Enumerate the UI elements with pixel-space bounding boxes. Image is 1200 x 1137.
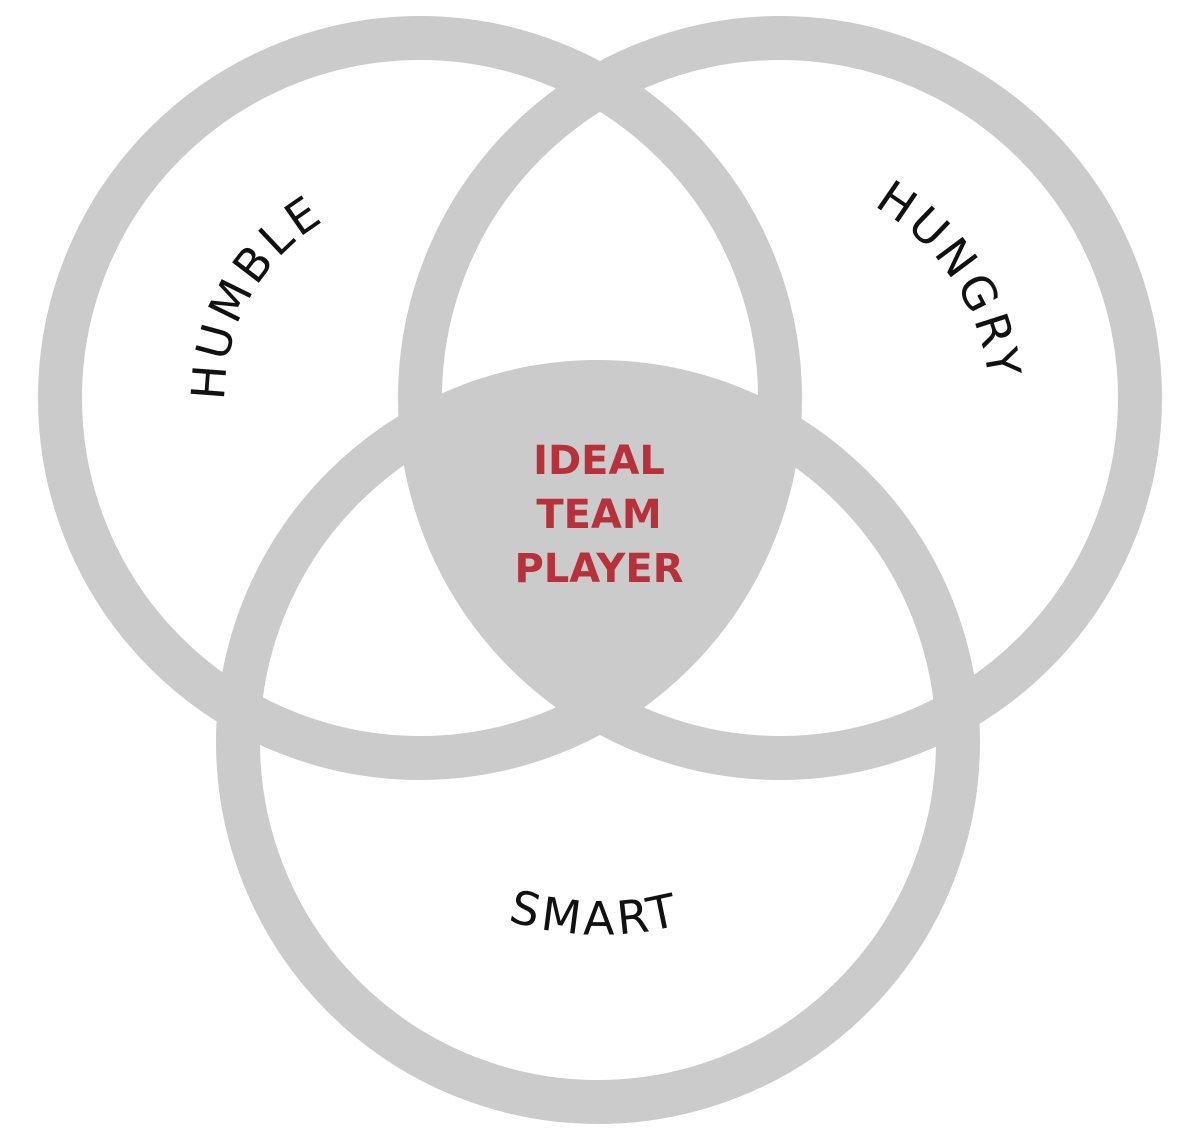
hungry-label: HUNGRY xyxy=(867,170,1031,385)
smart-label: SMART xyxy=(505,879,685,946)
humble-label: HUMBLE xyxy=(181,184,333,402)
center-label-line-3: PLAYER xyxy=(514,546,683,592)
center-label-line-2: TEAM xyxy=(536,492,661,538)
hungry-label-text: HUNGRY xyxy=(867,170,1027,385)
smart-label-text: SMART xyxy=(505,879,681,946)
center-label-line-1: IDEAL xyxy=(533,438,665,484)
hungry-circle xyxy=(398,16,1162,780)
smart-circle xyxy=(216,360,980,1124)
humble-label-text: HUMBLE xyxy=(181,184,329,402)
humble-circle xyxy=(38,16,802,780)
